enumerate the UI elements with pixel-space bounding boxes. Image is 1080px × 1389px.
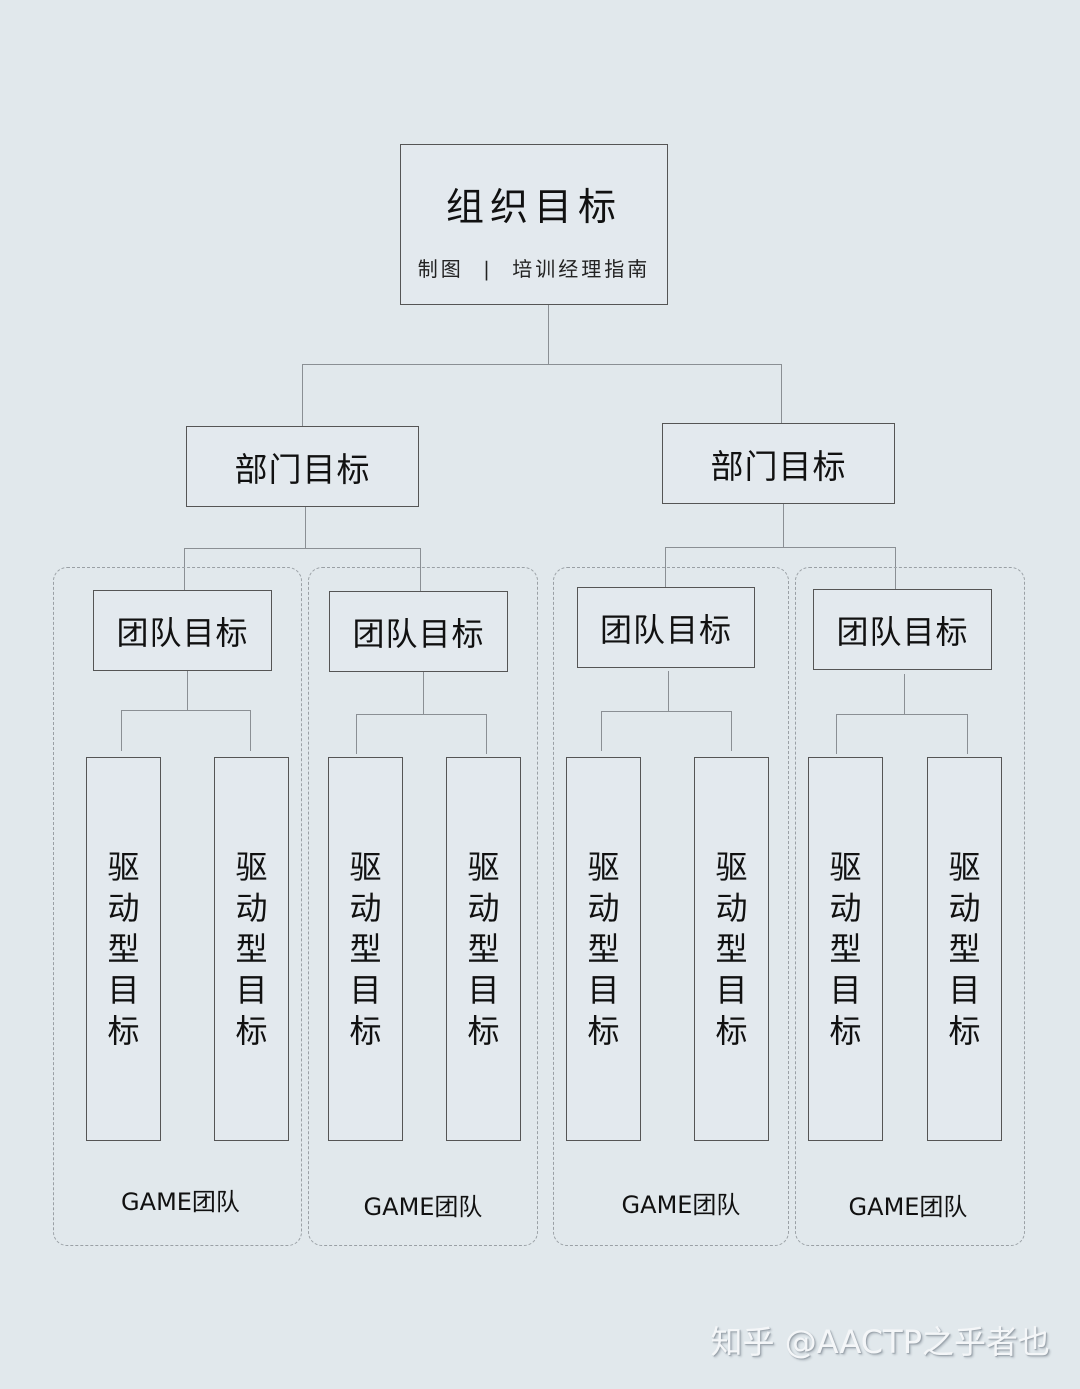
- driver-goal-box: 驱动型目标: [86, 757, 161, 1141]
- connector: [967, 714, 968, 754]
- game-team-group: [308, 567, 538, 1246]
- department-goal-box: 部门目标: [186, 426, 419, 507]
- org-goal-title: 组织目标: [445, 184, 622, 229]
- connector: [665, 547, 895, 548]
- connector: [184, 548, 185, 590]
- watermark: 知乎 @AACTP之乎者也: [710, 1323, 1050, 1361]
- connector: [356, 714, 486, 715]
- credit-source: 培训经理指南: [512, 256, 651, 281]
- team-goal-label: 团队目标: [599, 610, 732, 649]
- team-goal-label: 团队目标: [352, 614, 485, 653]
- connector: [423, 672, 424, 714]
- connector: [420, 548, 421, 591]
- connector: [250, 710, 251, 751]
- driver-goal-box: 驱动型目标: [214, 757, 289, 1141]
- connector: [601, 711, 602, 751]
- department-goal-box: 部门目标: [662, 423, 895, 504]
- game-team-group: [795, 567, 1025, 1246]
- driver-goal-label: 驱动型目标: [107, 847, 140, 1050]
- driver-goal-label: 驱动型目标: [587, 847, 620, 1050]
- connector: [187, 671, 188, 710]
- connector: [305, 507, 306, 548]
- connector: [121, 710, 251, 711]
- connector: [895, 547, 896, 589]
- driver-goal-label: 驱动型目标: [235, 847, 268, 1050]
- driver-goal-box: 驱动型目标: [446, 757, 521, 1141]
- connector: [668, 671, 669, 711]
- driver-goal-box: 驱动型目标: [927, 757, 1002, 1141]
- connector: [548, 305, 549, 364]
- department-goal-label: 部门目标: [710, 446, 847, 486]
- connector: [783, 504, 784, 547]
- driver-goal-box: 驱动型目标: [694, 757, 769, 1141]
- driver-goal-label: 驱动型目标: [829, 847, 862, 1050]
- driver-goal-box: 驱动型目标: [566, 757, 641, 1141]
- driver-goal-label: 驱动型目标: [349, 847, 382, 1050]
- driver-goal-label: 驱动型目标: [467, 847, 500, 1050]
- driver-goal-label: 驱动型目标: [948, 847, 981, 1050]
- connector: [836, 714, 967, 715]
- team-goal-box: 团队目标: [813, 589, 992, 670]
- credit-separator: |: [483, 256, 493, 281]
- connector: [184, 548, 420, 549]
- team-goal-label: 团队目标: [836, 612, 969, 651]
- connector: [302, 364, 782, 365]
- credit-label: 制图: [417, 256, 464, 281]
- connector: [302, 364, 303, 426]
- team-goal-box: 团队目标: [577, 587, 755, 668]
- game-team-group: [553, 567, 789, 1246]
- org-goal-box: 组织目标 制图 | 培训经理指南: [400, 144, 668, 305]
- driver-goal-box: 驱动型目标: [328, 757, 403, 1141]
- connector: [781, 364, 782, 424]
- connector: [601, 711, 732, 712]
- connector: [356, 714, 357, 754]
- driver-goal-label: 驱动型目标: [715, 847, 748, 1050]
- game-team-label: GAME团队: [363, 1193, 483, 1221]
- game-team-label: GAME团队: [848, 1193, 968, 1221]
- game-team-group: [53, 567, 302, 1246]
- connector: [121, 710, 122, 751]
- org-goal-credit: 制图 | 培训经理指南: [418, 253, 650, 282]
- connector: [486, 714, 487, 754]
- team-goal-box: 团队目标: [93, 590, 272, 671]
- connector: [836, 714, 837, 754]
- team-goal-box: 团队目标: [329, 591, 508, 672]
- team-goal-label: 团队目标: [116, 613, 249, 652]
- department-goal-label: 部门目标: [234, 449, 371, 489]
- game-team-label: GAME团队: [121, 1188, 240, 1216]
- connector: [904, 674, 905, 714]
- connector: [731, 711, 732, 751]
- driver-goal-box: 驱动型目标: [808, 757, 883, 1141]
- game-team-label: GAME团队: [621, 1191, 741, 1219]
